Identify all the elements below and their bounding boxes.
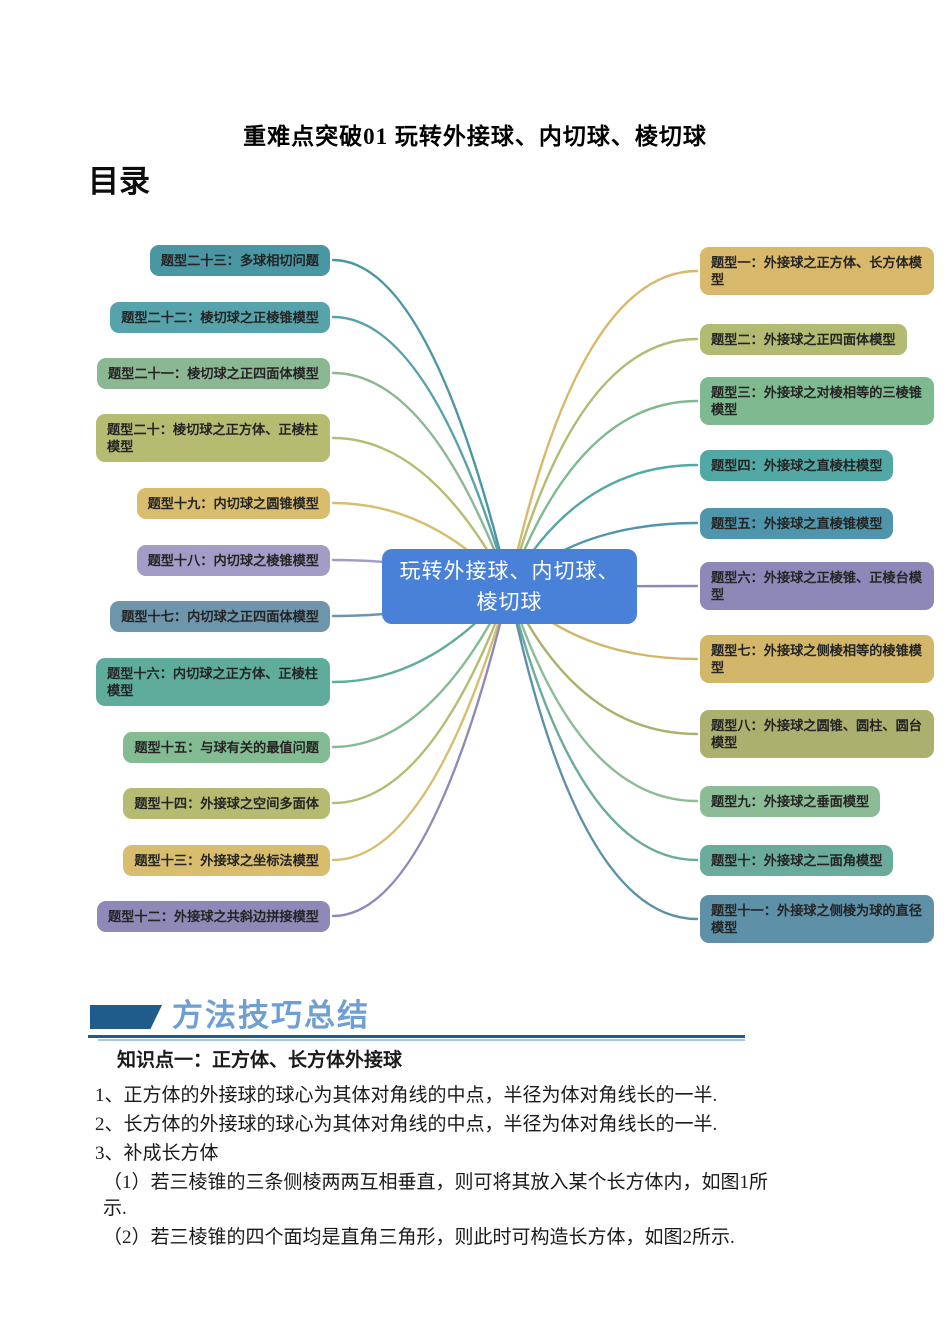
mindmap-node-left-3: 题型二十：棱切球之正方体、正棱柱模型: [96, 414, 330, 462]
mindmap-node-right-2: 题型三：外接球之对棱相等的三棱锥模型: [700, 377, 934, 425]
mindmap-node-left-10: 题型十三：外接球之坐标法模型: [123, 845, 330, 876]
body-line-1: 1、正方体的外接球的球心为其体对角线的中点，半径为体对角线长的一半.: [95, 1085, 718, 1106]
body-line-2: 2、长方体的外接球的球心为其体对角线的中点，半径为体对角线长的一半.: [95, 1114, 718, 1135]
doc-title: 重难点突破01 玩转外接球、内切球、棱切球: [243, 124, 707, 149]
mindmap-node-right-9: 题型十：外接球之二面角模型: [700, 845, 894, 876]
knowledge-section: 知识点一：正方体、长方体外接球 1、正方体的外接球的球心为其体对角线的中点，半径…: [95, 1048, 775, 1254]
mindmap-node-left-11: 题型十二：外接球之共斜边拼接模型: [97, 901, 330, 932]
toc-heading: 目录: [88, 164, 150, 199]
banner-underline-light: [98, 1039, 745, 1041]
connector-left-1: [331, 315, 511, 590]
body-line-4: （1）若三棱锥的三条侧棱两两互相垂直，则可将其放入某个长方体内，如图1所示.: [103, 1172, 769, 1219]
mindmap-node-left-6: 题型十七：内切球之正四面体模型: [110, 601, 330, 632]
knowledge-heading: 知识点一：正方体、长方体外接球: [117, 1050, 403, 1071]
mindmap-node-left-7: 题型十六：内切球之正方体、正棱柱模型: [96, 658, 330, 706]
mindmap-node-left-2: 题型二十一：棱切球之正四面体模型: [97, 358, 330, 389]
connector-right-10: [507, 586, 699, 921]
mindmap-node-left-9: 题型十四：外接球之空间多面体: [123, 788, 330, 819]
mindmap-node-right-10: 题型十一：外接球之侧棱为球的直径模型: [700, 895, 934, 943]
banner-underline-dark: [88, 1035, 745, 1038]
connector-right-0: [507, 269, 699, 590]
body-line-5: （2）若三棱锥的四个面均是直角三角形，则此时可构造长方体，如图2所示.: [103, 1227, 735, 1248]
center-node-line2: 棱切球: [476, 590, 543, 614]
banner-title: 方法技巧总结: [172, 998, 370, 1033]
connector-left-2: [331, 371, 511, 590]
mindmap-center-node: 玩转外接球、内切球、 棱切球: [382, 549, 637, 624]
connector-right-8: [507, 586, 699, 803]
mindmap-node-left-4: 题型十九：内切球之圆锥模型: [136, 488, 330, 519]
mindmap-node-right-1: 题型二：外接球之正四面体模型: [700, 324, 907, 355]
connector-left-10: [331, 586, 511, 862]
mindmap-node-left-1: 题型二十二：棱切球之正棱锥模型: [110, 302, 330, 333]
connector-left-9: [331, 586, 511, 805]
connector-right-1: [507, 337, 699, 590]
mindmap-node-right-8: 题型九：外接球之垂面模型: [700, 786, 881, 817]
banner-underline: [88, 1035, 745, 1041]
connector-right-9: [507, 586, 699, 862]
center-node-line1: 玩转外接球、内切球、: [399, 559, 620, 583]
mindmap-node-right-6: 题型七：外接球之侧棱相等的棱锥模型: [700, 635, 934, 683]
banner-flag-shape: [90, 1005, 162, 1029]
mindmap-node-right-3: 题型四：外接球之直棱柱模型: [700, 450, 894, 481]
connector-left-8: [331, 586, 511, 749]
connector-left-0: [331, 258, 511, 590]
mindmap-node-left-0: 题型二十三：多球相切问题: [149, 245, 330, 276]
mindmap-diagram: 题型二十三：多球相切问题 题型二十二：棱切球之正棱锥模型 题型二十一：棱切球之正…: [0, 230, 950, 975]
mindmap-node-right-0: 题型一：外接球之正方体、长方体模型: [700, 247, 934, 295]
mindmap-node-right-5: 题型六：外接球之正棱锥、正棱台模型: [700, 562, 934, 610]
section-banner: 方法技巧总结: [88, 998, 745, 1044]
mindmap-node-right-4: 题型五：外接球之直棱锥模型: [700, 508, 894, 539]
connector-right-2: [507, 399, 699, 590]
mindmap-node-right-7: 题型八：外接球之圆锥、圆柱、圆台模型: [700, 710, 934, 758]
connector-left-11: [331, 586, 511, 918]
body-line-3: 3、补成长方体: [95, 1143, 219, 1164]
mindmap-node-left-8: 题型十五：与球有关的最值问题: [123, 732, 330, 763]
mindmap-node-left-5: 题型十八：内切球之棱锥模型: [136, 545, 330, 576]
